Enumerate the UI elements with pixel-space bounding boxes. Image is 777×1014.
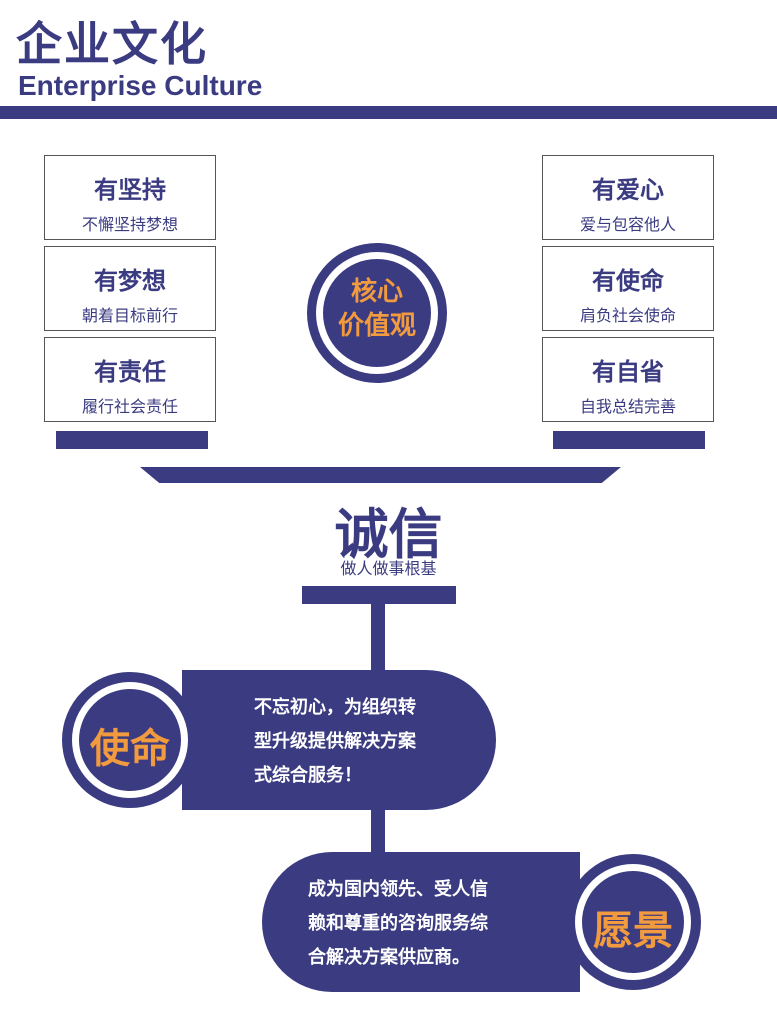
integrity-subtitle: 做人做事根基: [340, 559, 437, 578]
vision-banner: [262, 852, 580, 992]
integrity-title: 诚信: [334, 503, 443, 566]
value-card-responsibility: 有责任 履行社会责任: [44, 337, 216, 422]
value-title: 有责任: [94, 358, 166, 386]
core-values-inner: [323, 259, 431, 367]
mission-text: 不忘初心，为组织转 型升级提供解决方案 式综合服务！: [254, 691, 416, 793]
core-line2: 价值观: [337, 311, 416, 341]
value-desc: 朝着目标前行: [81, 306, 178, 325]
vision-badge: 愿景: [565, 854, 701, 990]
page-subtitle: Enterprise Culture: [18, 70, 263, 101]
integrity-base-bar: [302, 586, 456, 604]
core-values-label: 核心 价值观: [323, 275, 431, 343]
value-desc: 肩负社会使命: [579, 306, 676, 325]
foundation-beam: [140, 467, 621, 483]
mission-label: 使命: [90, 726, 170, 772]
right-column-base: [553, 431, 705, 449]
value-card-mission: 有使命 肩负社会使命: [542, 246, 714, 331]
value-desc: 爱与包容他人: [579, 215, 676, 234]
value-card-perseverance: 有坚持 不懈坚持梦想: [44, 155, 216, 240]
vision-line: 合解决方案供应商。: [308, 947, 470, 968]
vision-line: 赖和尊重的咨询服务综: [308, 913, 488, 934]
value-title: 有坚持: [94, 176, 166, 204]
header-divider: [0, 106, 777, 119]
mission-badge: 使命: [62, 672, 198, 808]
value-desc: 履行社会责任: [81, 397, 178, 416]
connector-line: [371, 810, 385, 852]
vision-text: 成为国内领先、受人信 赖和尊重的咨询服务综 合解决方案供应商。: [308, 873, 488, 975]
value-title: 有使命: [592, 267, 664, 295]
page-title: 企业文化: [16, 17, 208, 71]
value-title: 有自省: [592, 358, 664, 386]
mission-line: 式综合服务！: [254, 765, 362, 786]
value-desc: 自我总结完善: [579, 397, 676, 416]
vision-label: 愿景: [593, 908, 673, 954]
mission-badge-inner: [79, 689, 181, 791]
connector-line: [371, 604, 385, 670]
mission-line: 不忘初心，为组织转: [254, 697, 416, 718]
vision-badge-inner: [582, 871, 684, 973]
mission-banner: [182, 670, 496, 810]
value-title: 有爱心: [592, 176, 664, 204]
vision-line: 成为国内领先、受人信: [308, 879, 488, 900]
value-card-love: 有爱心 爱与包容他人: [542, 155, 714, 240]
core-line1: 核心: [350, 277, 403, 307]
value-card-reflection: 有自省 自我总结完善: [542, 337, 714, 422]
value-title: 有梦想: [94, 267, 166, 295]
mission-line: 型升级提供解决方案: [254, 731, 416, 752]
left-column-base: [56, 431, 208, 449]
value-desc: 不懈坚持梦想: [81, 215, 178, 234]
value-card-dream: 有梦想 朝着目标前行: [44, 246, 216, 331]
